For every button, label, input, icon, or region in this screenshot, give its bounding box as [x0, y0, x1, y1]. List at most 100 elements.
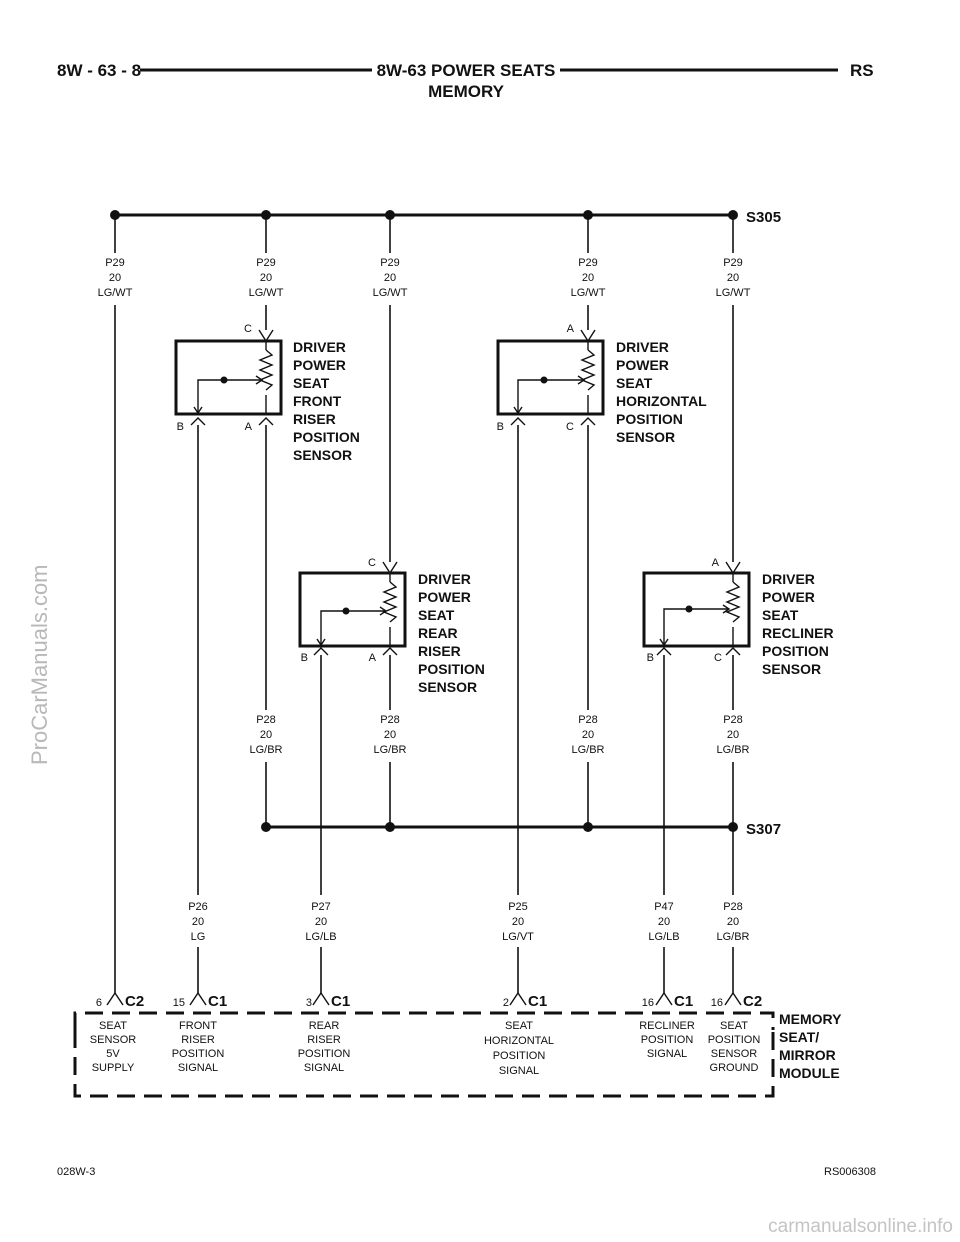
- svg-text:P26: P26: [188, 901, 208, 913]
- svg-text:SEAT: SEAT: [505, 1020, 533, 1032]
- module-pin: 2 C1: [503, 991, 547, 1010]
- connector-terminal-icon: [258, 329, 274, 343]
- svg-text:POSITION: POSITION: [298, 1048, 351, 1060]
- svg-text:RECLINER: RECLINER: [639, 1020, 695, 1032]
- page-number: 8W - 63 - 8: [57, 61, 141, 80]
- svg-text:POSITION: POSITION: [293, 429, 360, 445]
- svg-text:SENSOR: SENSOR: [418, 679, 477, 695]
- svg-text:P29: P29: [256, 257, 276, 269]
- connector-terminal-icon: [189, 991, 207, 1006]
- svg-text:DRIVER: DRIVER: [293, 339, 346, 355]
- svg-text:HORIZONTAL: HORIZONTAL: [484, 1035, 554, 1047]
- svg-text:A: A: [567, 323, 575, 335]
- sensor-housing: [496, 339, 605, 416]
- connector-terminal-icon: [258, 417, 274, 426]
- wire-label: P27 20 LG/LB: [305, 901, 336, 943]
- svg-text:POSITION: POSITION: [418, 661, 485, 677]
- svg-text:20: 20: [727, 916, 739, 928]
- module-pin: 3 C1: [306, 991, 350, 1010]
- svg-text:LG/LB: LG/LB: [648, 931, 679, 943]
- svg-text:REAR: REAR: [309, 1020, 340, 1032]
- svg-text:20: 20: [582, 272, 594, 284]
- svg-text:15: 15: [173, 997, 185, 1009]
- svg-text:POWER: POWER: [762, 589, 815, 605]
- svg-text:P47: P47: [654, 901, 674, 913]
- svg-text:POWER: POWER: [616, 357, 669, 373]
- connector-terminal-icon: [106, 991, 124, 1006]
- svg-text:P28: P28: [723, 901, 743, 913]
- front-riser-position-sensor: C B A DRIVER POWER SEAT FRONT RISER POSI…: [174, 323, 360, 463]
- svg-text:DRIVER: DRIVER: [616, 339, 669, 355]
- wire-label: P28 20 LG/BR: [716, 901, 749, 943]
- bottom-watermark: carmanualsonline.info: [768, 1216, 953, 1237]
- potentiometer-icon: [725, 581, 741, 623]
- pin-signal-label: RECLINER POSITION SIGNAL: [639, 1020, 695, 1060]
- svg-text:SENSOR: SENSOR: [293, 447, 352, 463]
- svg-text:A: A: [369, 652, 377, 664]
- splice-s307: S307: [261, 821, 781, 838]
- svg-text:RISER: RISER: [418, 643, 461, 659]
- svg-text:SEAT: SEAT: [616, 375, 653, 391]
- page-header: 8W - 63 - 8 8W-63 POWER SEATS MEMORY RS: [57, 61, 874, 101]
- svg-text:B: B: [647, 652, 654, 664]
- svg-text:20: 20: [315, 916, 327, 928]
- svg-text:SEAT: SEAT: [293, 375, 330, 391]
- connector-terminal-icon: [655, 991, 673, 1006]
- svg-text:SENSOR: SENSOR: [616, 429, 675, 445]
- svg-text:B: B: [177, 421, 184, 433]
- pin-signal-label: REAR RISER POSITION SIGNAL: [298, 1020, 351, 1074]
- svg-text:LG/WT: LG/WT: [571, 287, 606, 299]
- svg-text:20: 20: [582, 729, 594, 741]
- sensor-housing: [298, 571, 407, 648]
- page-title: 8W-63 POWER SEATS: [377, 61, 556, 80]
- connector-terminal-icon: [382, 561, 398, 575]
- svg-text:SIGNAL: SIGNAL: [499, 1065, 539, 1077]
- potentiometer-icon: [258, 349, 274, 391]
- svg-text:C1: C1: [674, 993, 693, 1010]
- svg-text:3: 3: [306, 997, 312, 1009]
- mid-wire-labels: P28 20 LG/BR P28 20 LG/BR P28 20 LG/BR P…: [249, 714, 749, 756]
- svg-text:LG/WT: LG/WT: [716, 287, 751, 299]
- connector-terminal-icon: [725, 647, 741, 656]
- svg-text:P28: P28: [723, 714, 743, 726]
- svg-text:P28: P28: [380, 714, 400, 726]
- svg-text:FRONT: FRONT: [179, 1020, 217, 1032]
- svg-text:FRONT: FRONT: [293, 393, 342, 409]
- connector-terminal-icon: [190, 417, 206, 426]
- svg-text:POSITION: POSITION: [708, 1034, 761, 1046]
- svg-text:16: 16: [711, 997, 723, 1009]
- wire-label: P47 20 LG/LB: [648, 901, 679, 943]
- svg-text:P29: P29: [380, 257, 400, 269]
- svg-text:GROUND: GROUND: [710, 1062, 759, 1074]
- svg-text:P29: P29: [723, 257, 743, 269]
- connector-terminal-icon: [510, 417, 526, 426]
- sensor-housing: [642, 571, 751, 648]
- svg-text:P25: P25: [508, 901, 528, 913]
- svg-text:POSITION: POSITION: [172, 1048, 225, 1060]
- module-pin: 15 C1: [173, 991, 227, 1010]
- wire-label: P29 20 LG/WT: [98, 257, 133, 299]
- svg-text:C1: C1: [528, 993, 547, 1010]
- svg-text:REAR: REAR: [418, 625, 458, 641]
- svg-text:SUPPLY: SUPPLY: [92, 1062, 135, 1074]
- svg-text:LG/VT: LG/VT: [502, 931, 534, 943]
- splice-label-s307: S307: [746, 821, 781, 838]
- svg-text:LG/BR: LG/BR: [373, 744, 406, 756]
- wire-label: P26 20 LG: [188, 901, 208, 943]
- svg-text:LG/WT: LG/WT: [98, 287, 133, 299]
- svg-text:20: 20: [384, 272, 396, 284]
- potentiometer-icon: [382, 581, 398, 623]
- svg-text:C2: C2: [125, 993, 144, 1010]
- svg-text:C: C: [368, 557, 376, 569]
- svg-text:5V: 5V: [106, 1048, 120, 1060]
- svg-text:2: 2: [503, 997, 509, 1009]
- svg-text:SENSOR: SENSOR: [711, 1048, 758, 1060]
- connector-terminal-icon: [382, 647, 398, 656]
- module-pin: 6 C2: [96, 991, 144, 1010]
- svg-text:20: 20: [727, 729, 739, 741]
- svg-text:SIGNAL: SIGNAL: [647, 1048, 687, 1060]
- top-wire-labels: P29 20 LG/WT P29 20 LG/WT P29 20 LG/WT P…: [98, 257, 751, 299]
- svg-text:SEAT/: SEAT/: [779, 1029, 819, 1045]
- pin-signal-label: SEAT POSITION SENSOR GROUND: [708, 1020, 761, 1074]
